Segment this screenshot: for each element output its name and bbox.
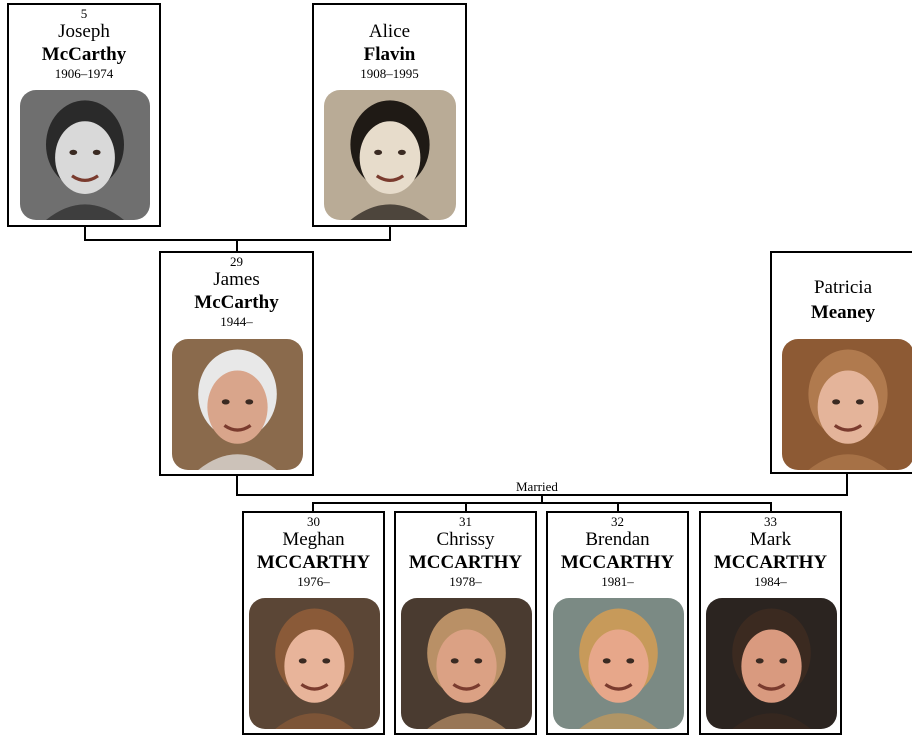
- life-dates: 1906–1974: [54, 66, 114, 81]
- portrait-photo: [324, 90, 456, 220]
- person-number: 30: [307, 514, 320, 529]
- connector-line: [236, 239, 238, 252]
- life-dates: 1981–: [601, 574, 634, 589]
- life-dates: 1976–: [297, 574, 330, 589]
- given-name: Joseph: [58, 21, 110, 42]
- person-number: 33: [764, 514, 777, 529]
- surname: MCCARTHY: [560, 552, 675, 573]
- surname: MCCARTHY: [713, 552, 828, 573]
- life-dates: 1944–: [220, 314, 253, 329]
- person-card-brendan[interactable]: 32 Brendan MCCARTHY 1981–: [546, 511, 689, 735]
- connector-line: [541, 494, 543, 503]
- person-number: 32: [611, 514, 624, 529]
- portrait-photo: [782, 339, 912, 470]
- connector-line: [236, 474, 238, 496]
- given-name: Meghan: [282, 529, 345, 550]
- connector-line: [846, 472, 848, 496]
- person-number: 29: [230, 254, 243, 269]
- person-card-james[interactable]: 29 James McCarthy 1944–: [159, 251, 314, 476]
- portrait-photo: [553, 598, 684, 729]
- life-dates: 1908–1995: [360, 66, 419, 81]
- connector-line: [465, 502, 467, 512]
- connector-line: [389, 222, 391, 240]
- portrait-photo: [20, 90, 150, 220]
- life-dates: 1984–: [754, 574, 787, 589]
- given-name: Mark: [749, 529, 792, 550]
- surname: McCarthy: [194, 292, 279, 313]
- given-name: Alice: [368, 21, 411, 42]
- connector-line: [84, 222, 86, 240]
- surname: MCCARTHY: [408, 552, 523, 573]
- connector-line: [617, 502, 619, 512]
- portrait-photo: [401, 598, 532, 729]
- person-card-joseph[interactable]: 5 Joseph McCarthy 1906–1974: [7, 3, 161, 227]
- connector-line: [770, 502, 772, 512]
- person-number: 5: [80, 6, 88, 21]
- surname: MCCARTHY: [256, 552, 371, 573]
- given-name: James: [213, 269, 260, 290]
- given-name: Patricia: [813, 277, 873, 298]
- portrait-photo: [172, 339, 303, 470]
- surname: McCarthy: [41, 44, 127, 65]
- surname: Meaney: [810, 302, 876, 323]
- person-card-alice[interactable]: Alice Flavin 1908–1995: [312, 3, 467, 227]
- person-number: [314, 7, 465, 21]
- person-card-patricia[interactable]: Patricia Meaney: [770, 251, 912, 474]
- married-label: Married: [514, 479, 560, 494]
- person-number: 31: [459, 514, 472, 529]
- person-card-chrissy[interactable]: 31 Chrissy MCCARTHY 1978–: [394, 511, 537, 735]
- person-number: [772, 255, 912, 275]
- portrait-photo: [249, 598, 380, 729]
- given-name: Brendan: [585, 529, 650, 550]
- surname: Flavin: [363, 44, 416, 65]
- given-name: Chrissy: [436, 529, 495, 550]
- person-card-mark[interactable]: 33 Mark MCCARTHY 1984–: [699, 511, 842, 735]
- connector-line: [312, 502, 772, 504]
- life-dates: 1978–: [449, 574, 482, 589]
- connector-line: [312, 502, 314, 512]
- portrait-photo: [706, 598, 837, 729]
- person-card-meghan[interactable]: 30 Meghan MCCARTHY 1976–: [242, 511, 385, 735]
